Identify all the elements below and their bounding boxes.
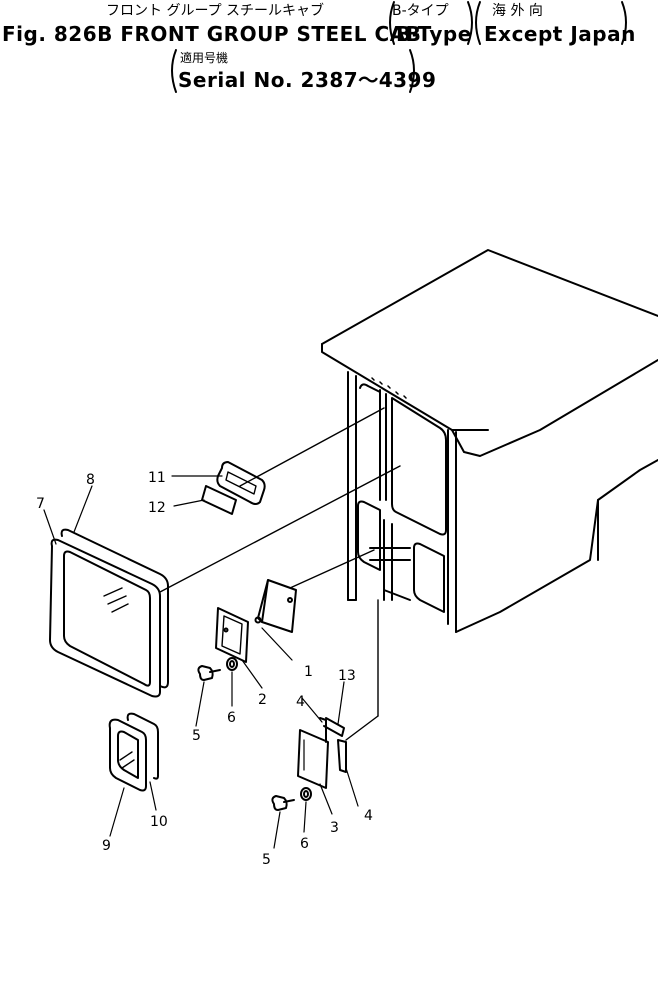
callout-7: 7 [36, 496, 45, 512]
type-japanese: B-タイプ [392, 3, 449, 19]
bolt-washer-lower [271, 787, 312, 811]
callout-6-upper: 6 [227, 710, 236, 726]
callout-10: 10 [150, 814, 168, 830]
cab-body [321, 249, 658, 633]
callout-8: 8 [86, 472, 95, 488]
callout-1: 1 [304, 664, 313, 680]
part-2-cover [215, 607, 249, 663]
assembly-lines [159, 407, 401, 741]
callout-9: 9 [102, 838, 111, 854]
region-japanese: 海 外 向 [492, 3, 543, 19]
callout-3: 3 [330, 820, 339, 836]
part-11-12-small-window [201, 461, 266, 515]
callout-12: 12 [148, 500, 166, 516]
callout-labels: 1 2 3 4 4 5 5 6 6 7 8 9 10 11 12 13 [36, 470, 373, 868]
serial-japanese: 適用号機 [180, 51, 229, 65]
type-label: B-Type [396, 22, 472, 46]
callout-11: 11 [148, 470, 166, 486]
callout-5-lower: 5 [262, 852, 271, 868]
title-japanese: フロント グループ スチールキャブ [106, 3, 325, 19]
callout-4-lower: 4 [364, 808, 373, 824]
figure-title: Fig. 826B FRONT GROUP STEEL CAB [2, 22, 422, 46]
callout-13: 13 [338, 668, 356, 684]
part-9-10-window [108, 712, 159, 792]
callout-2: 2 [258, 692, 267, 708]
callout-6-lower: 6 [300, 836, 309, 852]
header-brackets [171, 1, 627, 93]
callout-4-upper: 4 [296, 694, 305, 710]
callout-leaders [43, 475, 359, 849]
part-1-plate [254, 579, 297, 633]
bolt-washer-upper [197, 657, 238, 681]
part-3-bracket [297, 717, 347, 789]
part-7-8-window [49, 528, 169, 698]
region-label: Except Japan [484, 22, 636, 46]
callout-5-upper: 5 [192, 728, 201, 744]
serial-range: Serial No. 2387～4399 [178, 68, 437, 92]
